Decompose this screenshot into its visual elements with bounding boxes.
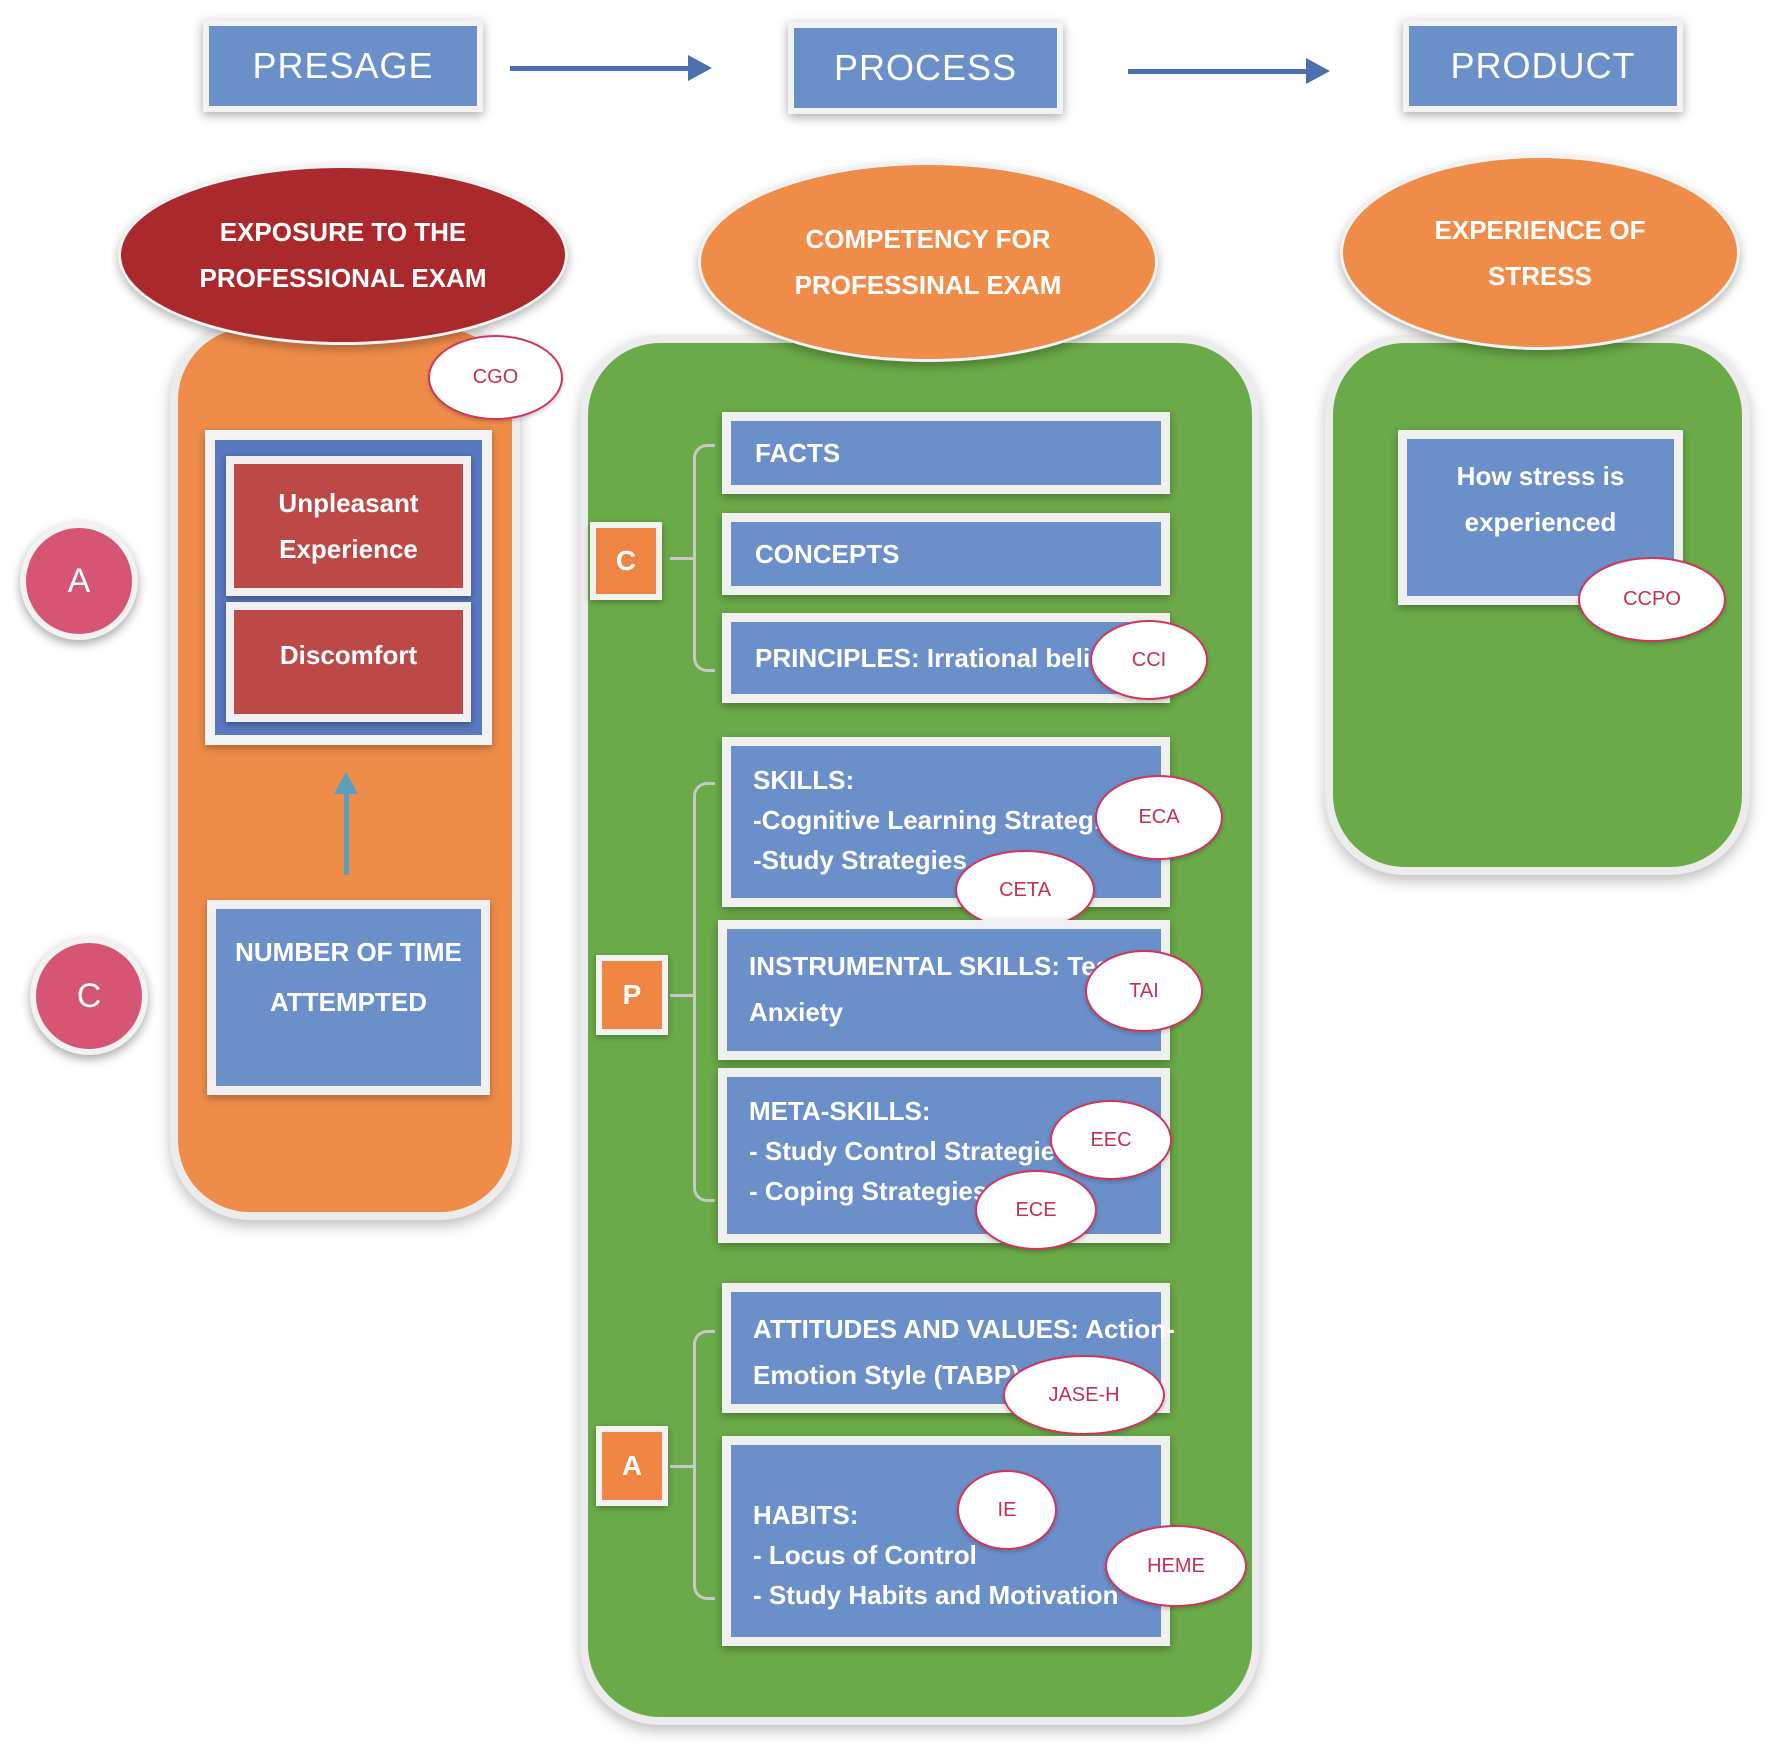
skills-item-study-strategies: -Study Strategies xyxy=(753,845,967,875)
meta-item-study-control: - Study Control Strategies xyxy=(749,1136,1070,1166)
skills-title: SKILLS: xyxy=(753,765,855,795)
eec-badge: EEC xyxy=(1050,1100,1172,1180)
meta-skills-title: META-SKILLS: xyxy=(749,1096,931,1126)
procedural-group-connector xyxy=(670,994,694,997)
product-ellipse-line2: STRESS xyxy=(1487,260,1593,291)
concepts-box: CONCEPTS xyxy=(722,513,1170,595)
skills-item-cognitive-learning: -Cognitive Learning Strategies xyxy=(753,805,1131,835)
arrow-process-to-product xyxy=(1128,58,1330,84)
how-stress-line1: How stress is xyxy=(1456,461,1625,491)
attitudes-line1: ATTITUDES AND VALUES: Action- xyxy=(753,1314,1175,1344)
cci-badge-label: CCI xyxy=(1131,648,1167,671)
affective-group-connector xyxy=(670,1465,694,1468)
meta-item-coping: - Coping Strategies xyxy=(749,1176,988,1206)
circle-a-label: A xyxy=(67,561,91,600)
affective-group-bracket xyxy=(693,1330,715,1600)
group-c-label: C xyxy=(615,545,637,576)
product-header: PRODUCT xyxy=(1403,20,1683,112)
habits-title: HABITS: xyxy=(753,1500,859,1530)
instrumental-line2: Anxiety xyxy=(749,997,843,1027)
cognitive-group-connector xyxy=(670,557,694,560)
ie-badge: IE xyxy=(957,1470,1057,1550)
cognitive-circle-c: C xyxy=(30,937,148,1055)
product-ellipse: EXPERIENCE OF STRESS xyxy=(1340,155,1740,350)
attitudes-line2: Emotion Style (TABP) xyxy=(753,1360,1020,1390)
affective-circle-a: A xyxy=(20,522,138,640)
jase-h-badge-label: JASE-H xyxy=(1048,1383,1120,1406)
ccpo-badge: CCPO xyxy=(1578,557,1726,642)
facts-label: FACTS xyxy=(755,437,841,468)
circle-c-label: C xyxy=(76,976,102,1015)
unpleasant-line1: Unpleasant xyxy=(278,488,419,518)
discomfort-box: Discomfort xyxy=(226,602,471,722)
principles-label: PRINCIPLES: Irrational beliefs xyxy=(755,642,1128,673)
cognitive-group-bracket xyxy=(693,444,715,672)
heme-badge-label: HEME xyxy=(1147,1554,1205,1577)
attempts-box: NUMBER OF TIME ATTEMPTED xyxy=(207,900,490,1095)
product-header-label: PRODUCT xyxy=(1450,45,1636,86)
discomfort-label: Discomfort xyxy=(279,640,418,670)
attempts-line1: NUMBER OF TIME xyxy=(235,937,462,967)
eca-badge-label: ECA xyxy=(1138,806,1180,828)
cgo-badge: CGO xyxy=(428,335,563,420)
up-arrow-head xyxy=(334,772,358,794)
heme-badge: HEME xyxy=(1105,1525,1247,1607)
eca-badge: ECA xyxy=(1095,775,1223,860)
presage-ellipse-line1: EXPOSURE TO THE xyxy=(219,217,467,247)
arrow-presage-to-process xyxy=(510,55,712,81)
presage-header: PRESAGE xyxy=(203,20,483,112)
group-p-label: P xyxy=(622,979,642,1010)
habits-item-locus-of-control: - Locus of Control xyxy=(753,1540,977,1570)
ece-badge: ECE xyxy=(975,1170,1097,1250)
habits-box: HABITS: - Locus of Control - Study Habit… xyxy=(722,1436,1170,1646)
product-ellipse-line1: EXPERIENCE OF xyxy=(1434,214,1646,245)
affective-group-a: A xyxy=(596,1426,668,1506)
ceta-badge-label: CETA xyxy=(999,878,1051,901)
how-stress-line2: experienced xyxy=(1464,507,1617,537)
process-header-label: PROCESS xyxy=(833,47,1018,88)
tai-badge-label: TAI xyxy=(1129,979,1159,1002)
process-ellipse-line1: COMPETENCY FOR xyxy=(805,224,1051,254)
presage-header-label: PRESAGE xyxy=(252,45,434,86)
habits-item-study-habits: - Study Habits and Motivation xyxy=(753,1580,1119,1610)
ceta-badge: CETA xyxy=(955,850,1095,930)
group-a-label: A xyxy=(621,1450,643,1481)
ece-badge-label: ECE xyxy=(1015,1198,1057,1221)
cgo-badge-label: CGO xyxy=(472,366,519,388)
jase-h-badge: JASE-H xyxy=(1003,1355,1165,1435)
process-ellipse-line2: PROFESSINAL EXAM xyxy=(794,270,1062,300)
cci-badge: CCI xyxy=(1090,620,1208,700)
attempts-line2: ATTEMPTED xyxy=(270,987,427,1017)
cognitive-group-c: C xyxy=(590,522,662,600)
concepts-label: CONCEPTS xyxy=(755,538,900,569)
process-ellipse: COMPETENCY FOR PROFESSINAL EXAM xyxy=(698,162,1158,362)
procedural-group-bracket xyxy=(693,782,715,1202)
presage-ellipse-line2: PROFESSIONAL EXAM xyxy=(199,263,487,293)
facts-box: FACTS xyxy=(722,412,1170,494)
ie-badge-label: IE xyxy=(997,1498,1017,1521)
presage-ellipse: EXPOSURE TO THE PROFESSIONAL EXAM xyxy=(118,165,568,345)
ccpo-badge-label: CCPO xyxy=(1623,588,1681,610)
procedural-group-p: P xyxy=(596,955,668,1035)
up-arrow-shaft xyxy=(344,790,349,875)
unpleasant-line2: Experience xyxy=(279,534,418,564)
instrumental-line1: INSTRUMENTAL SKILLS: Test xyxy=(749,951,1119,981)
tai-badge: TAI xyxy=(1085,950,1203,1032)
process-header: PROCESS xyxy=(788,22,1063,114)
eec-badge-label: EEC xyxy=(1090,1128,1132,1151)
